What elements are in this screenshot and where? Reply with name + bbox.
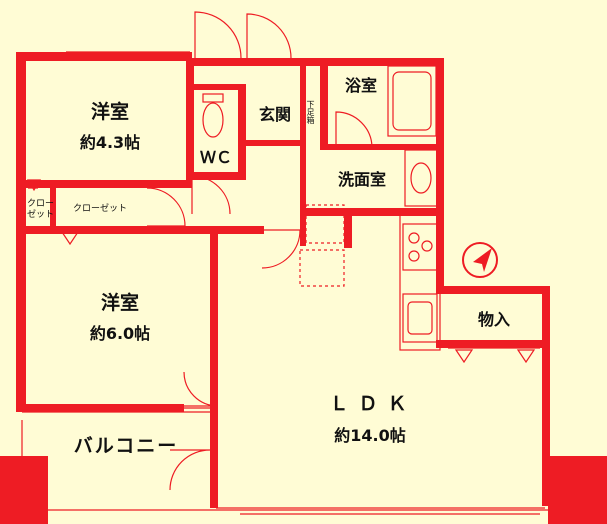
washroom-label: 洗面室 bbox=[337, 170, 386, 189]
wc-label: ＷＣ bbox=[199, 148, 232, 167]
ldk-name: ＬＤＫ bbox=[329, 393, 417, 415]
storage-label: 物入 bbox=[477, 310, 510, 329]
ldk-size: 約14.0帖 bbox=[334, 426, 406, 445]
western-room-mid-name: 洋室 bbox=[100, 292, 139, 314]
western-room-mid-size: 約6.0帖 bbox=[89, 324, 151, 343]
western-room-top-size: 約4.3帖 bbox=[79, 133, 141, 152]
shoe-box-label: 下足箱 bbox=[306, 100, 315, 124]
closet-small-label-line1: クロー bbox=[27, 199, 55, 209]
closet-label: クローゼット bbox=[72, 204, 127, 214]
walls bbox=[0, 52, 607, 524]
closet-small-label-line2: ゼット bbox=[27, 210, 55, 220]
balcony-label: バルコニー bbox=[73, 435, 179, 457]
western-room-top-name: 洋室 bbox=[90, 101, 129, 123]
bathroom-label: 浴室 bbox=[344, 76, 377, 95]
north-arrow-icon bbox=[462, 242, 498, 278]
entrance-label: 玄関 bbox=[258, 105, 291, 124]
